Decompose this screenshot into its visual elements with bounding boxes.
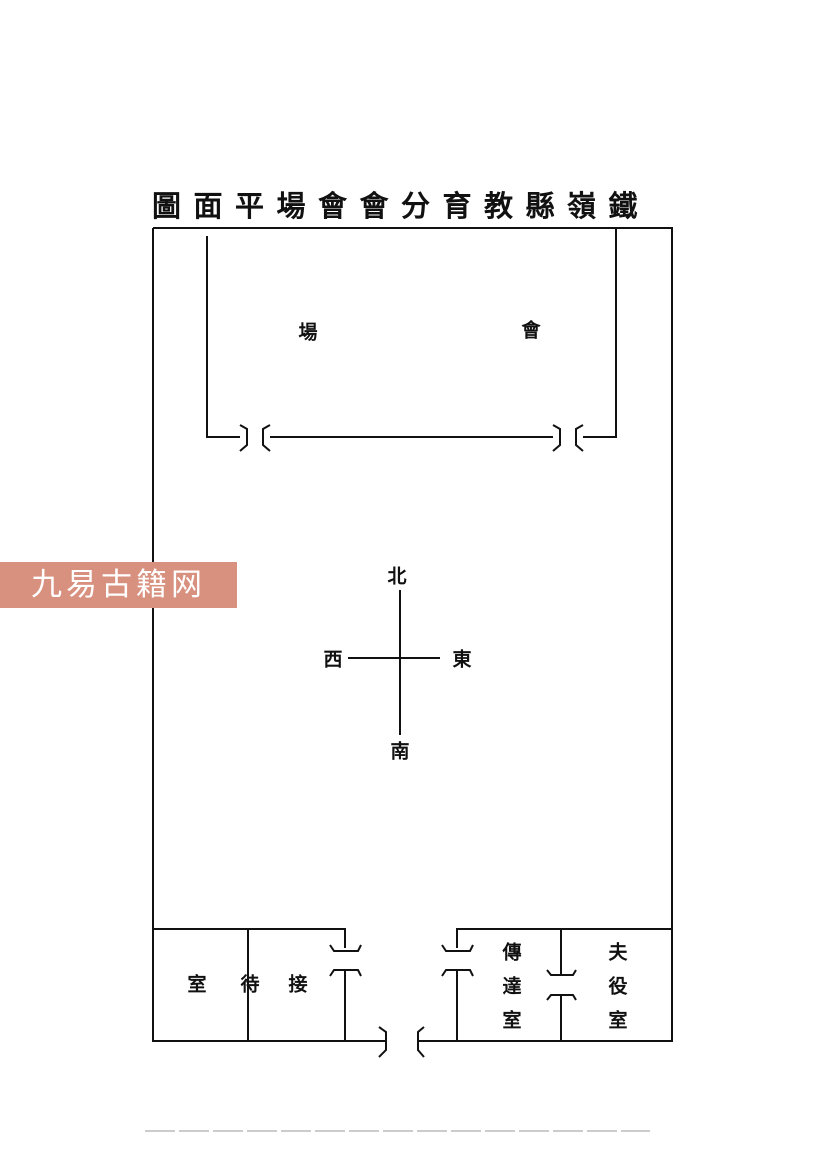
messenger-room-label: 傳達室 xyxy=(499,942,522,1044)
hall-walls xyxy=(206,228,617,452)
compass-west: 西 xyxy=(323,648,343,671)
servants-room-label: 夫役室 xyxy=(605,942,628,1044)
hall-label-right: 會 xyxy=(521,319,541,342)
plan-title: 圖面平場會會分育教縣嶺鐵 xyxy=(152,189,651,223)
compass-south: 南 xyxy=(390,740,410,763)
hall-label-left: 場 xyxy=(298,321,318,344)
reception-room-label-3: 接 xyxy=(288,973,308,996)
reception-room-label-1: 室 xyxy=(187,973,207,996)
outer-walls xyxy=(152,227,673,1042)
reception-room-label-2: 待 xyxy=(240,973,260,996)
compass-east: 東 xyxy=(452,648,472,671)
compass-cross xyxy=(348,590,440,735)
compass-north: 北 xyxy=(387,565,407,588)
watermark: 九易古籍网 xyxy=(0,562,237,608)
bottom-rooms xyxy=(153,928,672,1058)
